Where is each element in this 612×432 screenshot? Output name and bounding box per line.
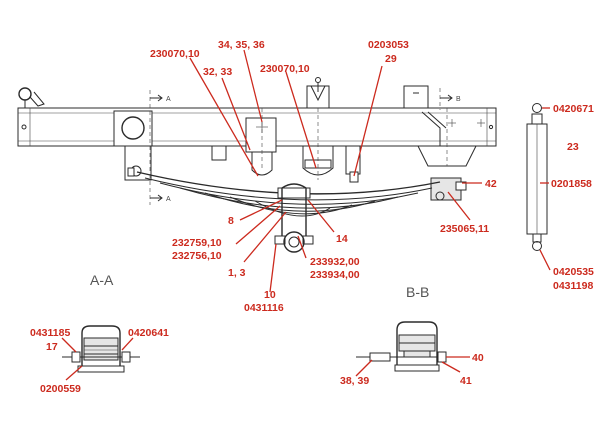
callout-40: 40 [472, 352, 484, 364]
callout-230070-b: 230070,10 [260, 63, 310, 75]
callout-41: 41 [460, 375, 472, 387]
callout-0201858: 0201858 [551, 178, 592, 190]
spring-clip [345, 145, 361, 183]
callout-32-33: 32, 33 [203, 66, 232, 78]
cut-marker-a-bottom: A [166, 196, 171, 203]
callout-233932: 233932,00 [310, 256, 360, 268]
section-bb-view [356, 321, 448, 372]
callout-230070-a: 230070,10 [150, 48, 200, 60]
callout-1-3: 1, 3 [228, 267, 246, 279]
rear-spring-hanger [403, 85, 485, 201]
shock-absorber-upper-mount [302, 77, 334, 180]
front-spring-hanger [113, 110, 153, 181]
callout-0431198: 0431198 [553, 280, 593, 292]
callout-8: 8 [228, 215, 234, 227]
callout-34-35-36: 34, 35, 36 [218, 39, 265, 51]
callout-232759: 232759,10 [172, 237, 222, 249]
callout-42: 42 [485, 178, 497, 190]
callout-leader-lines [61, 49, 551, 381]
callout-233934: 233934,00 [310, 269, 360, 281]
section-cut-markers: A A B [149, 88, 461, 205]
cut-marker-b-top: B [456, 96, 461, 103]
callout-0420641: 0420641 [128, 327, 169, 339]
callout-0200559: 0200559 [40, 383, 81, 395]
callout-0420535: 0420535 [553, 266, 594, 278]
cut-marker-a-top: A [166, 96, 171, 103]
frame-end-hook [18, 87, 45, 108]
bump-stop [211, 108, 277, 176]
callout-10: 10 [264, 289, 276, 301]
callout-232756: 232756,10 [172, 250, 222, 262]
callout-235065: 235065,11 [440, 223, 489, 235]
part-callouts: 230070,10 34, 35, 36 32, 33 230070,10 02… [30, 39, 594, 395]
callout-0420671: 0420671 [553, 103, 594, 115]
u-bolt-axle-clamp [274, 183, 314, 253]
callout-14: 14 [336, 233, 348, 245]
shock-absorber [526, 103, 548, 251]
callout-0431185: 0431185 [30, 327, 70, 339]
callout-38-39: 38, 39 [340, 375, 369, 387]
callout-23: 23 [567, 141, 579, 153]
leaf-spring-pack [136, 171, 441, 217]
callout-17: 17 [46, 341, 58, 353]
callout-29: 29 [385, 53, 397, 65]
callout-0431116: 0431116 [244, 302, 284, 314]
callout-0203053: 0203053 [368, 39, 409, 51]
section-bb-title: B-B [406, 284, 429, 300]
section-aa-title: A-A [90, 272, 114, 288]
